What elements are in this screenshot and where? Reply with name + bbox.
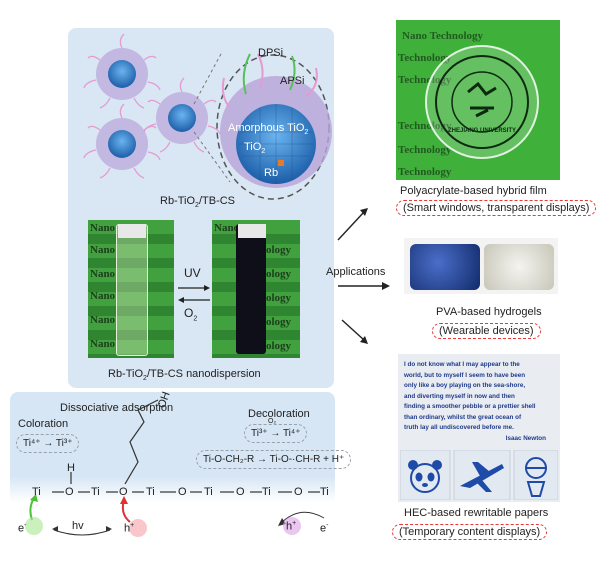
paper-icons bbox=[400, 450, 558, 500]
hydrogel-colored bbox=[410, 244, 480, 290]
vial-photo-colorless: Nano Nano Nano Nano Nano Nano bbox=[88, 220, 174, 358]
electron-right: e- bbox=[320, 522, 329, 535]
applications-label: Applications bbox=[326, 266, 386, 278]
coloration-label: Coloration bbox=[18, 418, 69, 430]
atom-ti-3: Ti bbox=[146, 486, 155, 498]
reaction-bubble: Ti-O-CH₂-R → Ti-O-·CH-R + H⁺ bbox=[196, 450, 352, 469]
vial-cap bbox=[118, 224, 146, 238]
atom-ti-4: Ti bbox=[204, 486, 213, 498]
uv-label: UV bbox=[184, 266, 201, 280]
atom-o-3: O bbox=[178, 486, 187, 498]
nanodispersion-caption: Rb-TiO2/TB-CS nanodispersion bbox=[108, 368, 261, 383]
coloration-bubble: Ti⁴⁺ → Ti³⁺ bbox=[16, 434, 80, 453]
atom-ti-5: Ti bbox=[262, 486, 271, 498]
hydrogel-clear bbox=[484, 244, 554, 290]
basketball-icon bbox=[525, 457, 547, 497]
hole-left: h+ bbox=[124, 522, 135, 535]
nanoparticle-small-3 bbox=[143, 77, 221, 153]
vial-clear bbox=[116, 224, 148, 356]
decoloration-bubble: Ti³⁺ → Ti⁴⁺ bbox=[244, 424, 308, 443]
dpsi-label: DPSi bbox=[258, 47, 284, 59]
atom-ti-6: Ti bbox=[320, 486, 329, 498]
uv-o2-arrows bbox=[178, 285, 210, 303]
atom-o-4: O bbox=[236, 486, 245, 498]
rb-dopant bbox=[278, 160, 284, 166]
decoloration-label: Decoloration bbox=[248, 408, 310, 420]
hole-right: h+ bbox=[286, 520, 297, 533]
paper-tag: (Temporary content displays) bbox=[392, 524, 548, 540]
atom-ti-2: Ti bbox=[91, 486, 100, 498]
atom-h: H bbox=[67, 462, 75, 474]
hydrogel-photo bbox=[404, 238, 558, 294]
electron-left: e- bbox=[18, 522, 27, 535]
tio2-label: TiO2 bbox=[244, 141, 266, 156]
airplane-icon bbox=[460, 462, 504, 492]
atom-o-1: O bbox=[65, 486, 74, 498]
vial-dark bbox=[236, 224, 266, 354]
nanoparticle-small-1 bbox=[83, 33, 161, 109]
mechanism-chain bbox=[25, 399, 325, 537]
apsi-label: APSi bbox=[280, 75, 305, 87]
university-seal bbox=[425, 45, 539, 159]
vial-photo-dark: Nano ology ology ology ology ology bbox=[212, 220, 300, 358]
paper-quote: I do not know what I may appear to the w… bbox=[404, 361, 546, 442]
atom-ti-1: Ti bbox=[32, 486, 41, 498]
panda-icon bbox=[408, 460, 442, 493]
atom-o-5: O bbox=[294, 486, 303, 498]
atom-o-2: O bbox=[119, 486, 128, 498]
film-tag: (Smart windows, transparent displays) bbox=[396, 200, 597, 216]
hydrogel-title: PVA-based hydrogels bbox=[436, 306, 542, 318]
film-title: Polyacrylate-based hybrid film bbox=[400, 185, 547, 197]
film-photo: Nano Technology Technology Technology Te… bbox=[396, 20, 560, 180]
o2-small: O₂ bbox=[268, 418, 277, 425]
application-arrows bbox=[337, 208, 390, 344]
seal-text: ZHEJIANG UNIVERSITY bbox=[448, 128, 517, 134]
amorphous-label: Amorphous TiO2 bbox=[228, 122, 309, 137]
vial-cap-dark bbox=[238, 224, 266, 238]
paper-photo: I do not know what I may appear to the w… bbox=[398, 354, 560, 502]
rb-label: Rb bbox=[264, 167, 279, 179]
hydrogel-tag: (Wearable devices) bbox=[432, 323, 541, 339]
paper-title: HEC-based rewritable papers bbox=[404, 507, 549, 519]
nanoparticle-small-2 bbox=[83, 103, 161, 179]
o2-label: O2 bbox=[184, 306, 198, 323]
nanoparticle-caption: Rb-TiO2/TB-CS bbox=[160, 195, 236, 210]
hv-label: hv bbox=[72, 520, 84, 532]
nanoparticle-illustration bbox=[83, 33, 332, 200]
dissociative-label: Dissociative adsorption bbox=[60, 402, 174, 414]
